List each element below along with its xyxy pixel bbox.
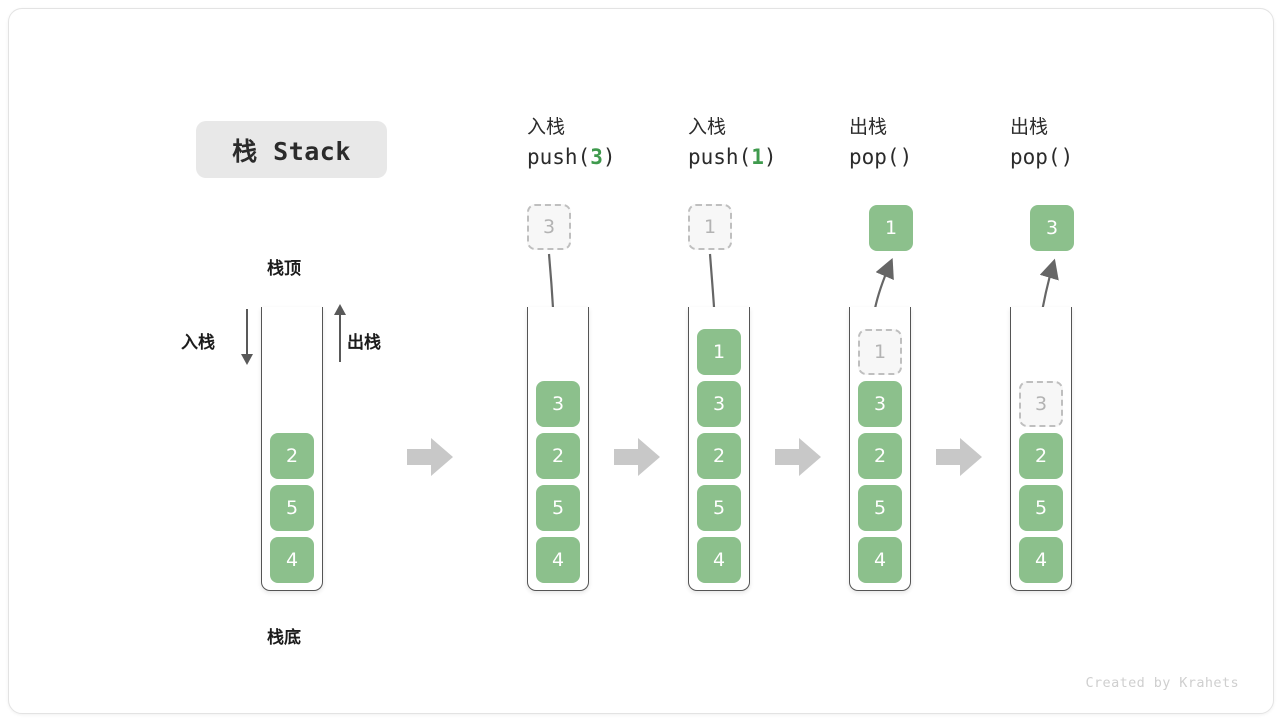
stack-cell: 3: [697, 381, 741, 427]
popped-element: 1: [869, 205, 913, 251]
code-pre: push(: [688, 144, 752, 169]
page-title: 栈 Stack: [232, 136, 351, 166]
stack-cell: 5: [536, 485, 580, 531]
column-header-zh: 出栈: [1010, 116, 1049, 138]
diagram-title-chip: 栈 Stack: [196, 121, 387, 178]
stack-top-label: 栈顶: [267, 259, 301, 279]
code-arg: 3: [590, 144, 603, 169]
column-header-code: pop(): [1010, 142, 1180, 174]
pop-direction-label: 出栈: [347, 333, 381, 353]
stack-cell: 4: [1019, 537, 1063, 583]
stack-cell-ghost: 3: [1019, 381, 1063, 427]
stack-cell: 1: [697, 329, 741, 375]
code-arg: 1: [751, 144, 764, 169]
code-post: ): [899, 144, 913, 169]
stack-cell: 5: [697, 485, 741, 531]
column-header-push-1: 入栈 push(1): [688, 113, 858, 174]
column-header-code: push(1): [688, 142, 858, 174]
diagram-canvas: 栈 Stack 栈顶 栈底 入栈 出栈 2 5 4 入栈 push(3) 3: [8, 8, 1274, 714]
stack-cell: 4: [697, 537, 741, 583]
stack-cell-ghost: 1: [858, 329, 902, 375]
stack-cell: 2: [270, 433, 314, 479]
stack-column-initial: 2 5 4: [261, 9, 381, 713]
column-header-push-3: 入栈 push(3): [527, 113, 697, 174]
code-pre: push(: [527, 144, 591, 169]
stack-cell: 4: [536, 537, 580, 583]
push-direction-label: 入栈: [181, 333, 215, 353]
stack-cell: 4: [858, 537, 902, 583]
column-header-zh: 出栈: [849, 116, 888, 138]
stack-cell: 5: [270, 485, 314, 531]
transition-arrow-icon: [614, 438, 660, 476]
popped-element: 3: [1030, 205, 1074, 251]
stack-column-pop-1: 1 1 3 2 5 4: [849, 9, 969, 713]
column-header-pop-3: 出栈 pop(): [1010, 113, 1180, 174]
column-header-code: push(3): [527, 142, 697, 174]
column-header-pop-1: 出栈 pop(): [849, 113, 1019, 174]
stack-cell: 2: [697, 433, 741, 479]
stack-cell: 5: [858, 485, 902, 531]
code-post: ): [763, 144, 777, 169]
incoming-ghost-element: 3: [527, 204, 571, 250]
push-direction-arrow-shaft: [246, 309, 248, 356]
transition-arrow-icon: [775, 438, 821, 476]
code-pre: pop(: [1010, 144, 1061, 169]
pop-direction-arrow-head-icon: [334, 304, 346, 315]
stack-cell: 2: [1019, 433, 1063, 479]
stack-column-push-1: 1 1 3 2 5 4: [688, 9, 808, 713]
stack-cell: 2: [536, 433, 580, 479]
transition-arrow-icon: [407, 438, 453, 476]
code-post: ): [1060, 144, 1074, 169]
column-header-code: pop(): [849, 142, 1019, 174]
pop-direction-arrow-shaft: [339, 315, 341, 362]
transition-arrow-icon: [936, 438, 982, 476]
credit-text: Created by Krahets: [1085, 675, 1239, 691]
stack-cell: 2: [858, 433, 902, 479]
stack-cell: 5: [1019, 485, 1063, 531]
column-header-zh: 入栈: [527, 116, 566, 138]
stack-column-push-3: 3 3 2 5 4: [527, 9, 647, 713]
code-pre: pop(: [849, 144, 900, 169]
code-post: ): [602, 144, 616, 169]
stack-bottom-label: 栈底: [267, 628, 301, 648]
stack-cell: 4: [270, 537, 314, 583]
column-header-zh: 入栈: [688, 116, 727, 138]
push-direction-arrow-head-icon: [241, 354, 253, 365]
stack-cell: 3: [858, 381, 902, 427]
incoming-ghost-element: 1: [688, 204, 732, 250]
stack-cell: 3: [536, 381, 580, 427]
stack-column-pop-3: 3 3 2 5 4: [1010, 9, 1130, 713]
